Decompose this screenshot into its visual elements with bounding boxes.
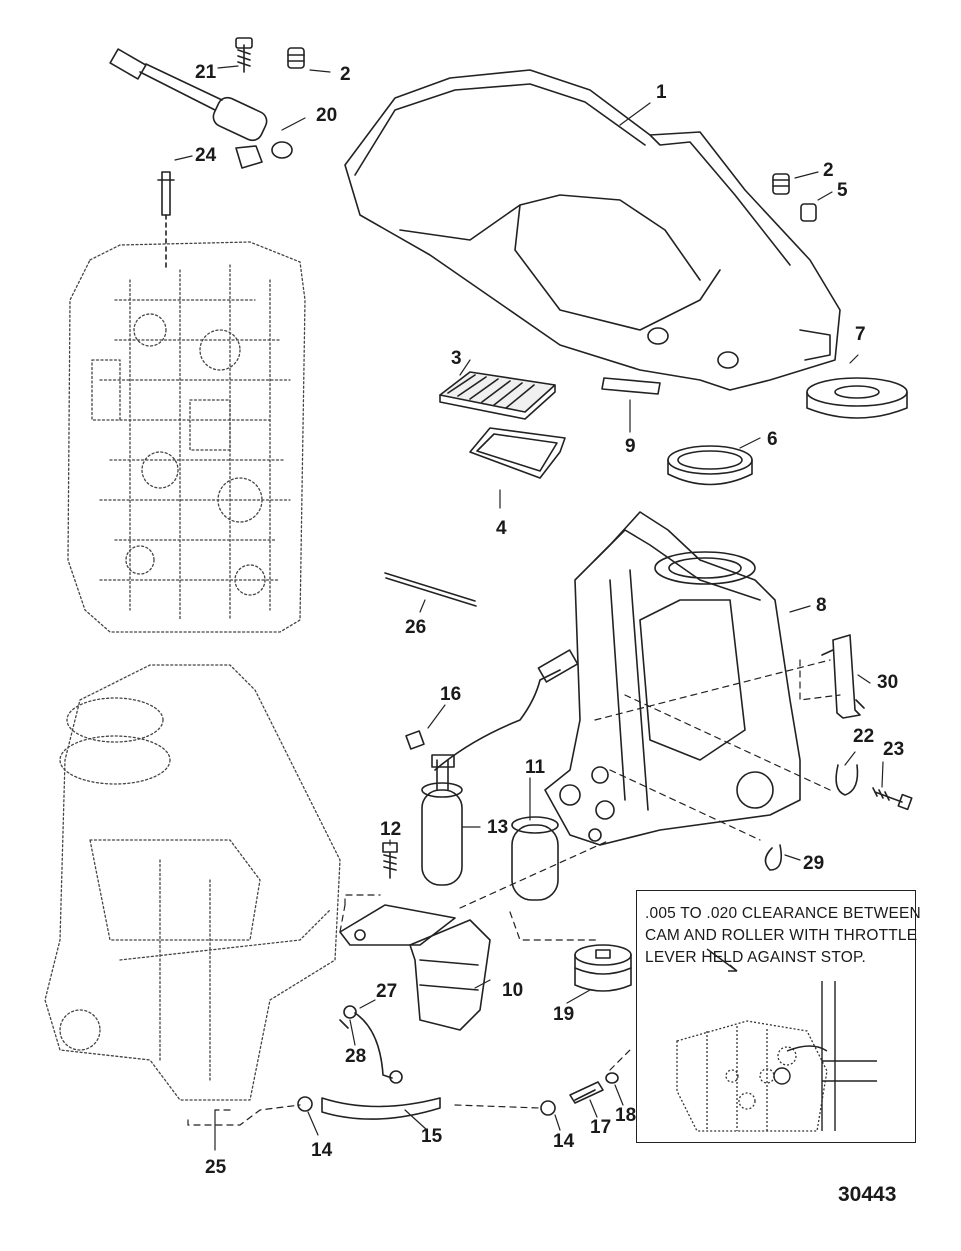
clearance-note-text: .005 TO .020 CLEARANCE BETWEEN CAM AND R…: [645, 903, 921, 969]
callout-10: 10: [502, 980, 523, 1001]
filter-part: [439, 371, 566, 479]
clearance-note-box: .005 TO .020 CLEARANCE BETWEEN CAM AND R…: [636, 890, 921, 1143]
pad-part: [601, 377, 661, 395]
callout-22: 22: [853, 726, 874, 747]
callout-4: 4: [496, 518, 507, 539]
callout-2b: 2: [823, 160, 834, 181]
plenum-body-part: [544, 511, 801, 846]
callout-23: 23: [883, 739, 904, 760]
grommet-part: [574, 944, 632, 992]
clip-part: [764, 634, 865, 871]
callout-1: 1: [656, 82, 667, 103]
ground-wire-part: [339, 1005, 403, 1084]
grommet-part: [287, 47, 817, 222]
callout-13: 13: [487, 817, 508, 838]
callout-11: 11: [525, 757, 546, 778]
callout-5: 5: [837, 180, 848, 201]
callout-26: 26: [405, 617, 426, 638]
engine-block-drawing: [67, 241, 306, 633]
callout-24: 24: [195, 145, 217, 166]
callout-3: 3: [451, 348, 462, 369]
callout-19: 19: [553, 1004, 574, 1025]
cable-tie-part: [384, 572, 477, 607]
note-line-2: CAM AND ROLLER WITH THROTTLE: [645, 927, 918, 944]
fuel-pump-part: [405, 649, 579, 901]
callout-6: 6: [767, 429, 778, 450]
callout-14a: 14: [311, 1140, 333, 1161]
seal-part: [667, 377, 908, 486]
hose-part: [297, 1096, 556, 1120]
screw-part: [872, 787, 913, 811]
bracket-part: [339, 904, 491, 1031]
engine-adapter-drawing: [44, 664, 341, 1101]
callout-9: 9: [625, 436, 636, 457]
callout-28: 28: [345, 1046, 366, 1067]
note-line-1: .005 TO .020 CLEARANCE BETWEEN: [645, 905, 921, 922]
screw-part: [382, 842, 398, 879]
note-line-3: LEVER HELD AGAINST STOP.: [645, 949, 867, 966]
callout-29: 29: [803, 853, 824, 874]
leader-lines: [187, 659, 841, 1126]
callout-27: 27: [376, 981, 397, 1002]
sensor-part: [109, 37, 293, 271]
callout-20: 20: [316, 105, 337, 126]
fitting-part: [569, 1072, 619, 1104]
callout-2a: 2: [340, 64, 351, 85]
callout-15: 15: [421, 1126, 443, 1147]
callout-14b: 14: [553, 1131, 575, 1152]
callout-7: 7: [855, 324, 866, 345]
callout-18: 18: [615, 1105, 636, 1126]
callout-16: 16: [440, 684, 461, 705]
callout-21: 21: [195, 62, 217, 83]
callout-30: 30: [877, 672, 898, 693]
callout-17: 17: [590, 1117, 611, 1138]
drawing-number: 30443: [838, 1183, 897, 1206]
callout-25: 25: [205, 1157, 227, 1178]
callout-12: 12: [380, 819, 401, 840]
throttle-linkage-detail: [676, 948, 877, 1132]
callout-leaders: [174, 65, 884, 1151]
callout-8: 8: [816, 595, 827, 616]
intake-cover-part: [344, 69, 841, 391]
